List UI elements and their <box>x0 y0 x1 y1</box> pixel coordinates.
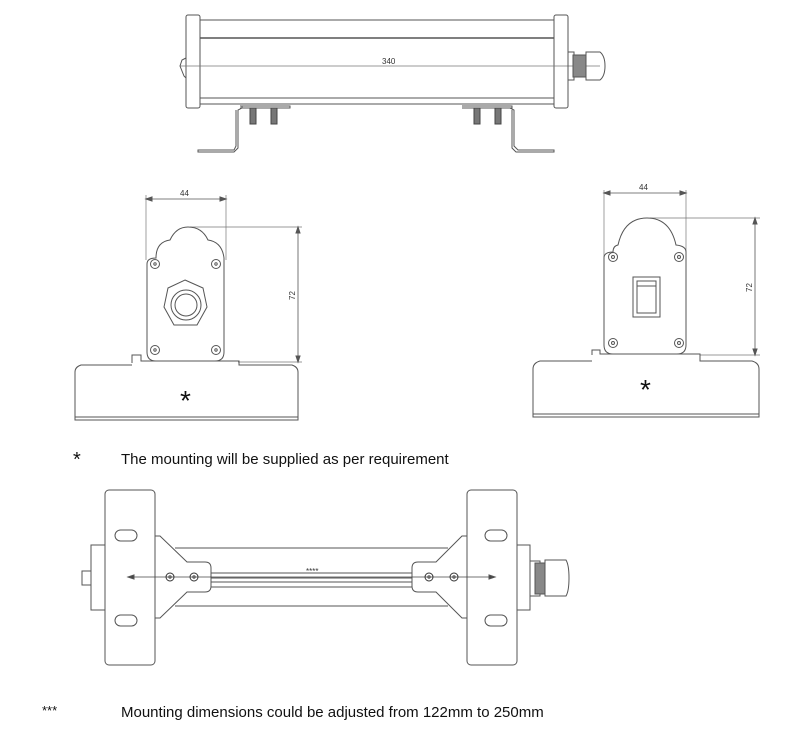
mounting-asterisk-left: * <box>180 385 191 416</box>
note-marker: * <box>73 449 81 471</box>
end-view-left <box>74 195 302 421</box>
width-dimension-left: 44 <box>180 189 189 198</box>
note-text: Mounting dimensions could be adjusted fr… <box>121 704 544 721</box>
note-marker: *** <box>42 703 58 718</box>
mounting-asterisk-right: * <box>640 374 651 405</box>
height-dimension-left: 72 <box>288 291 297 300</box>
note-text: The mounting will be supplied as per req… <box>121 451 449 468</box>
end-view-right <box>532 190 760 418</box>
top-view <box>81 489 570 666</box>
length-dimension: 340 <box>382 57 396 66</box>
mount-dimension: **** <box>306 567 318 576</box>
width-dimension-right: 44 <box>639 183 648 192</box>
side-view <box>179 14 606 153</box>
height-dimension-right: 72 <box>745 283 754 292</box>
